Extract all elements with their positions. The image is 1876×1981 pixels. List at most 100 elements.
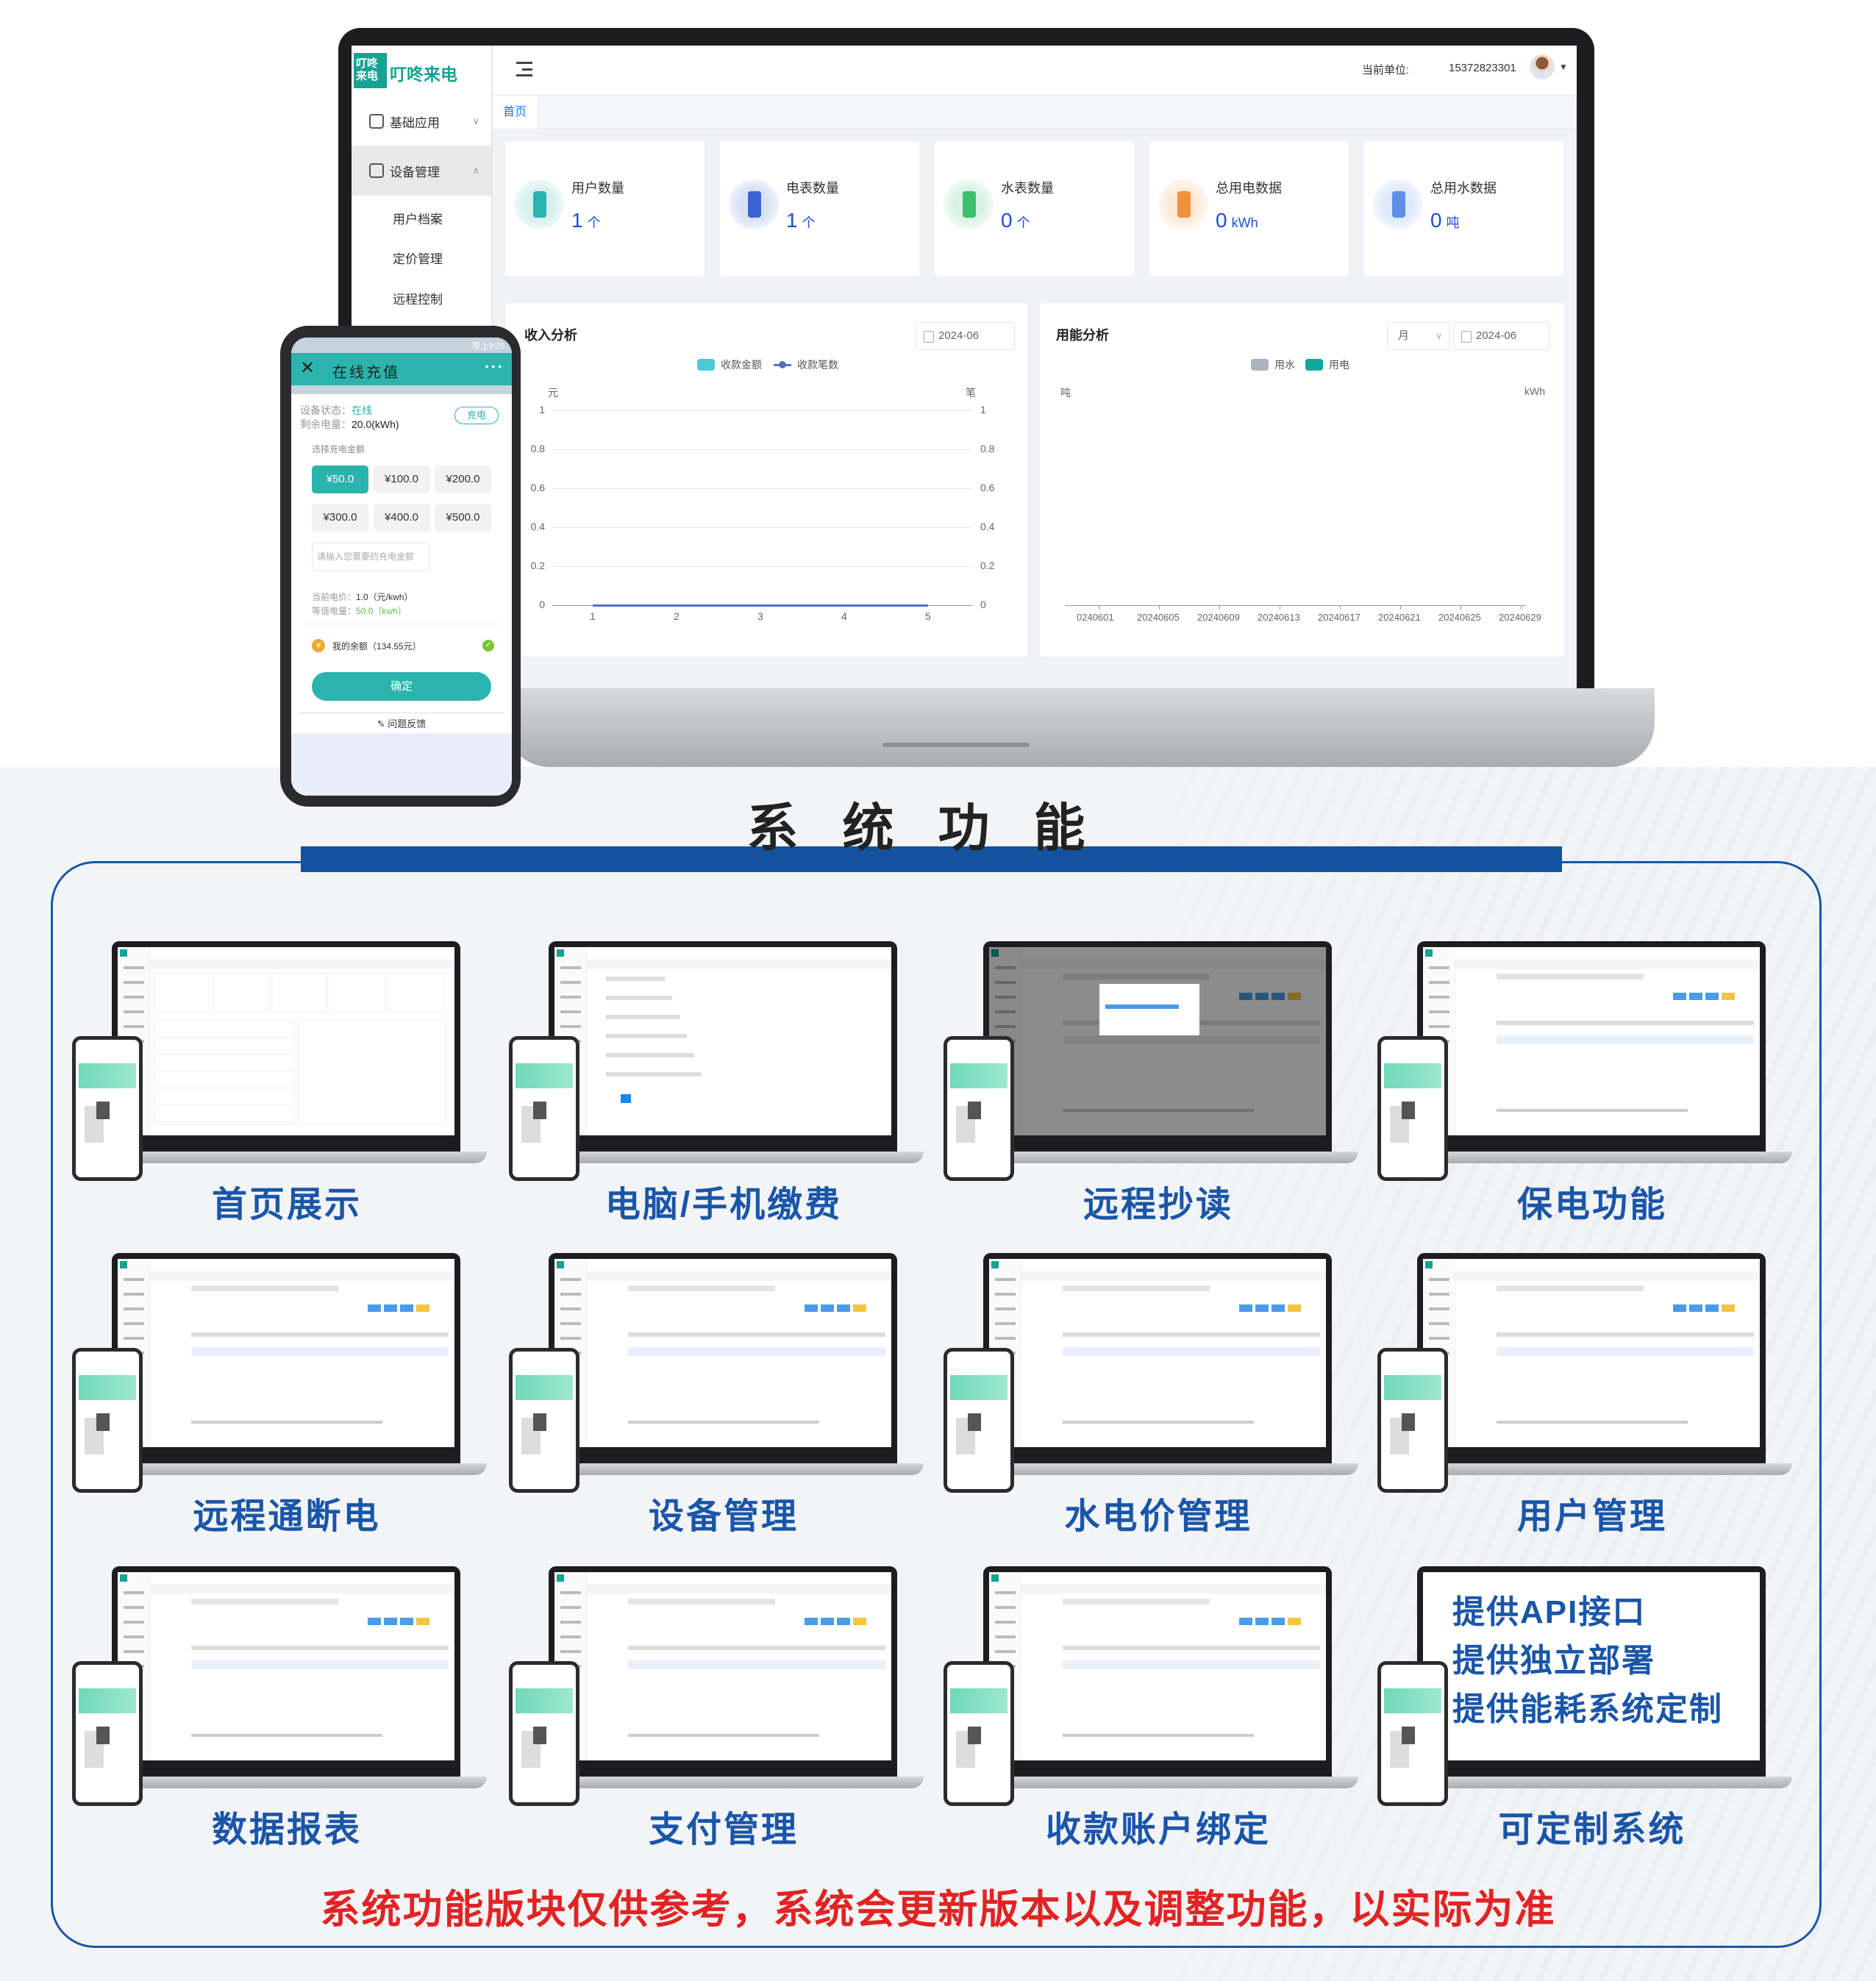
legend-label[interactable]: 用电 [1329, 359, 1349, 371]
caret-down-icon[interactable]: ▼ [1559, 62, 1568, 72]
check-icon[interactable]: ✓ [482, 640, 494, 652]
mini-menu-item [995, 1293, 1016, 1296]
mini-tabbar [587, 1272, 891, 1281]
amount-option[interactable]: ¥300.0 [312, 504, 368, 532]
tab-bar: 首页 [493, 96, 1577, 129]
mini-menu-item [124, 996, 144, 999]
x-tick-mark [1219, 605, 1220, 610]
chevron-up-icon: ∧ [472, 165, 479, 176]
feature-card[interactable]: 水电价管理 [944, 1253, 1385, 1547]
mini-menu-item [560, 1635, 581, 1638]
mini-laptop-base [560, 1777, 924, 1788]
mini-phone [509, 1661, 579, 1806]
stat-label: 总用电数据 [1216, 181, 1282, 196]
sidebar-subitem-pricing[interactable]: 定价管理 [393, 252, 443, 266]
mini-header [1021, 947, 1326, 960]
panel-title: 用能分析 [1056, 328, 1109, 343]
mini-menu-item [1429, 1025, 1449, 1028]
sidebar-item-device-management[interactable]: 设备管理 ∧ [352, 146, 491, 196]
feature-card[interactable]: 用户管理 [1377, 1253, 1819, 1547]
feature-card[interactable]: 设备管理 [509, 1253, 950, 1547]
mini-laptop-screen [554, 947, 891, 1135]
feature-caption: 数据报表 [211, 1810, 362, 1849]
feature-caption: 可定制系统 [1498, 1810, 1686, 1849]
mini-laptop-screen [1423, 947, 1760, 1135]
stat-unit: 吨 [1446, 215, 1460, 230]
mini-laptop [983, 1566, 1332, 1777]
mini-phone [72, 1036, 143, 1181]
mini-menu-item [995, 1606, 1016, 1609]
month-picker[interactable]: 2024-06 [1453, 322, 1549, 350]
feature-card[interactable]: 收款账户绑定 [944, 1566, 1385, 1860]
sidebar-item-label: 设备管理 [390, 165, 440, 179]
charge-button[interactable]: 充电 [454, 407, 499, 424]
mini-button [368, 1304, 381, 1312]
mini-laptop-base [995, 1777, 1358, 1788]
mini-stat-card [331, 974, 385, 1012]
amount-option[interactable]: ¥50.0 [312, 465, 368, 493]
close-icon[interactable]: ✕ [300, 358, 315, 378]
mini-laptop-base [995, 1463, 1358, 1475]
mini-button [1288, 993, 1301, 1000]
amount-input[interactable]: 请输入您需要的充电金额 [312, 543, 429, 571]
legend-label[interactable]: 用水 [1274, 359, 1295, 371]
mini-phone-chart-tooltip [1402, 1727, 1415, 1744]
mini-form-row [606, 1015, 680, 1019]
feature-caption: 支付管理 [648, 1810, 799, 1849]
amount-option[interactable]: ¥200.0 [435, 465, 491, 493]
status-value: 在线 [352, 404, 372, 416]
gridline [552, 449, 973, 450]
mini-table-row [1063, 1347, 1320, 1356]
feature-card[interactable]: 远程抄读 [944, 941, 1385, 1235]
amount-option[interactable]: ¥400.0 [373, 504, 430, 532]
mini-laptop [549, 1566, 897, 1777]
mini-phone [1377, 1036, 1448, 1181]
mini-menu-item [1429, 1307, 1449, 1310]
mini-menu-item [560, 1606, 581, 1609]
amount-option[interactable]: ¥500.0 [435, 504, 491, 532]
feature-card[interactable]: 远程通断电 [72, 1253, 513, 1547]
month-picker[interactable]: 2024-06 [916, 322, 1015, 350]
feature-card[interactable]: 数据报表 [72, 1566, 513, 1860]
feature-caption: 保电功能 [1516, 1185, 1667, 1224]
feature-card[interactable]: 提供API接口提供独立部署提供能耗系统定制可定制系统 [1377, 1566, 1819, 1860]
feature-card[interactable]: 保电功能 [1377, 941, 1819, 1235]
more-icon[interactable]: • • • [485, 360, 502, 372]
sidebar-subitem-user-records[interactable]: 用户档案 [393, 213, 443, 226]
mini-button [805, 1304, 818, 1312]
mini-laptop [549, 1253, 897, 1463]
period-select[interactable]: 月∨ [1387, 322, 1450, 350]
feature-card[interactable]: 首页展示 [72, 941, 513, 1235]
mini-button [821, 1304, 834, 1312]
confirm-button[interactable]: 确定 [312, 672, 491, 701]
feature-card[interactable]: 电脑/手机缴费 [509, 941, 950, 1235]
legend-label[interactable]: 收款金额 [721, 359, 762, 371]
feature-card[interactable]: 支付管理 [509, 1566, 950, 1860]
mobile-phone-frame: 早上9:25 ✕ 在线充值 • • • 设备状态：在线 剩余电量：20.0(kW… [280, 326, 521, 807]
mini-scrollbar [191, 1421, 382, 1424]
amount-label: 选择充电金额 [312, 444, 365, 454]
x-tick-mark [1340, 605, 1341, 610]
mini-laptop [112, 1253, 460, 1463]
mini-button [1239, 1304, 1252, 1312]
tab-home[interactable]: 首页 [493, 96, 538, 129]
feedback-link[interactable]: ✎ 问题反馈 [291, 716, 512, 730]
menu-toggle-icon[interactable] [516, 62, 532, 76]
amount-option[interactable]: ¥100.0 [373, 465, 430, 493]
mini-menu-item [124, 1606, 144, 1609]
sidebar-subitem-remote-control[interactable]: 远程控制 [393, 293, 443, 307]
mini-menu-item [995, 1322, 1016, 1325]
gridline [552, 527, 973, 528]
mini-menu-item [124, 966, 144, 969]
legend-label[interactable]: 收款笔数 [797, 359, 838, 371]
disclaimer: 系统功能版块仅供参考，系统会更新版本以及调整功能，以实际为准 [320, 1888, 1556, 1932]
avatar[interactable] [1530, 54, 1555, 79]
mini-stat-card [390, 974, 444, 1012]
y-tick-right: 0.6 [980, 482, 995, 493]
sidebar-item-basic-apps[interactable]: 基础应用 ∨ [352, 96, 491, 146]
